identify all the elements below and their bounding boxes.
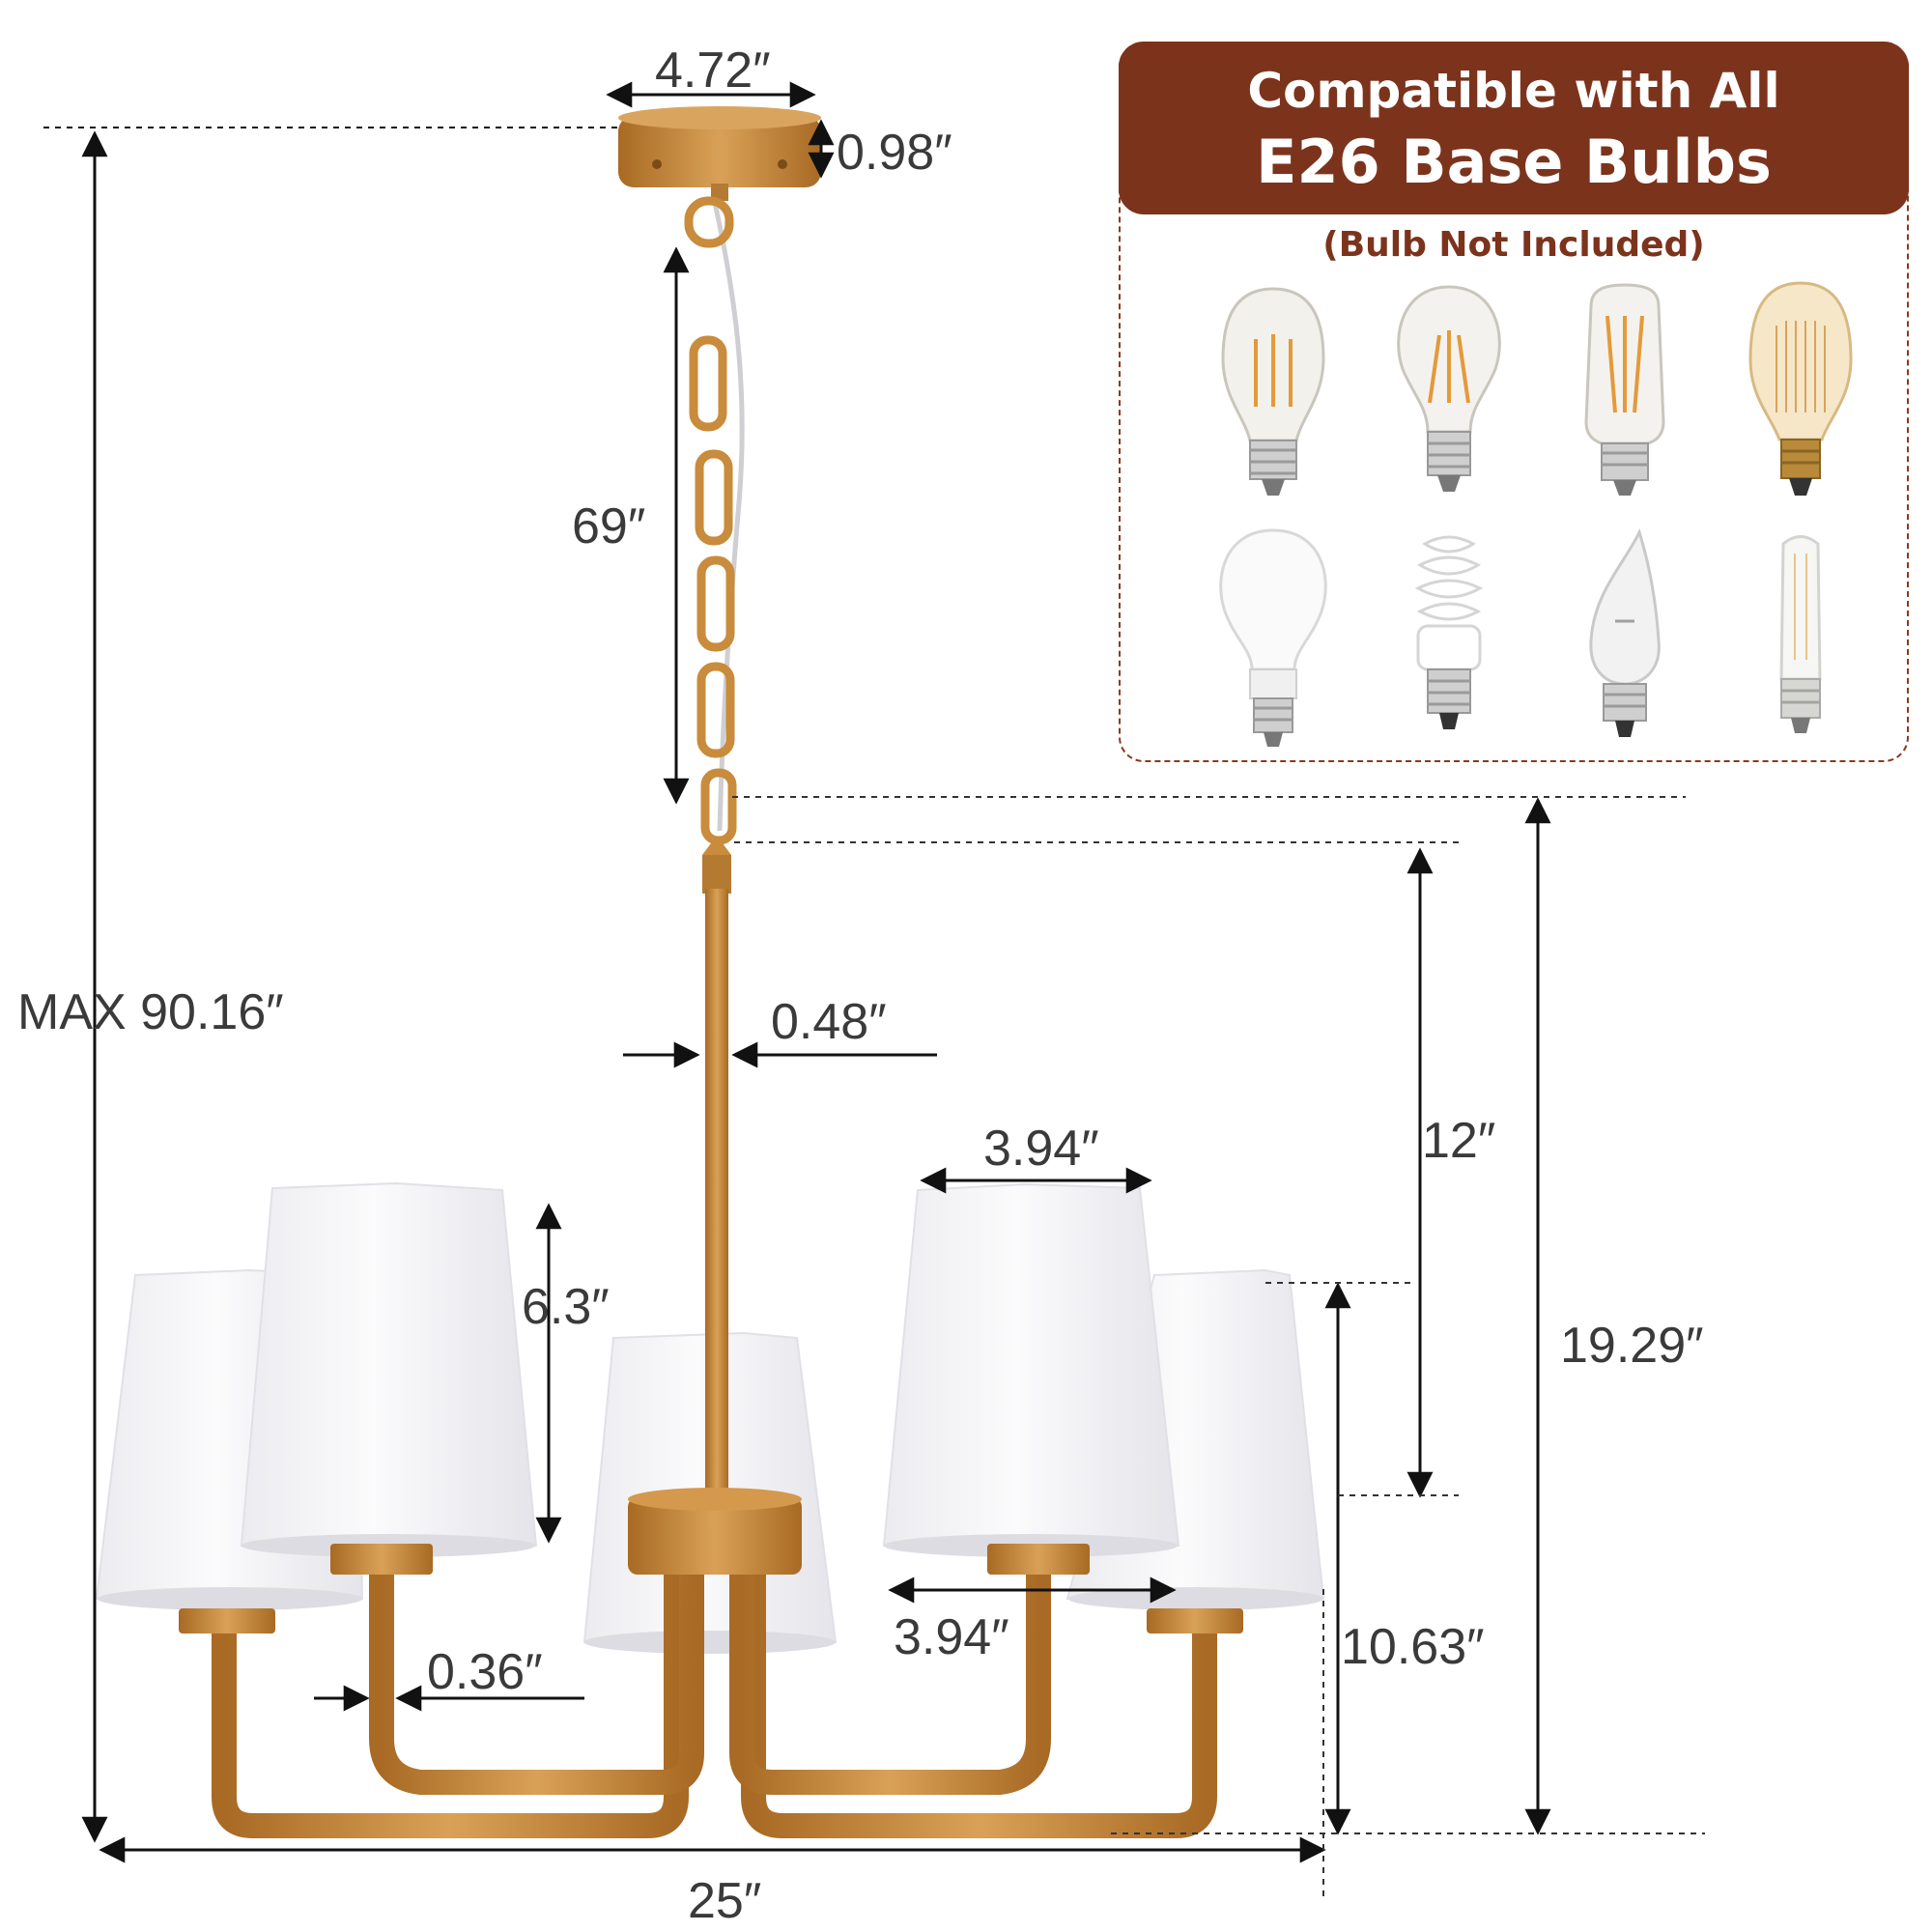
cfl-spiral-bulb-icon — [1414, 535, 1484, 729]
a19-filament-bulb-icon — [1397, 285, 1501, 492]
label-fixture-height: 19.29″ — [1560, 1318, 1704, 1374]
ceiling-canopy — [618, 106, 821, 201]
label-shade-height: 6.3″ — [522, 1279, 610, 1335]
t14-filament-bulb-icon — [1584, 283, 1665, 496]
bulb-compatibility-panel: Compatible with All E26 Base Bulbs (Bulb… — [1119, 42, 1909, 762]
panel-header: Compatible with All E26 Base Bulbs — [1119, 42, 1909, 214]
label-max-height: MAX 90.16″ — [17, 984, 284, 1040]
dimension-labels: 4.72″ 0.98″ 69″ MAX 90.16″ 0.48″ 3.94″ 6… — [17, 43, 1704, 1929]
chandelier-illustration — [95, 106, 1325, 1838]
label-shade-bottom-width: 3.94″ — [894, 1609, 1009, 1665]
label-overall-width: 25″ — [688, 1873, 761, 1929]
label-lower-height: 10.63″ — [1341, 1619, 1485, 1675]
label-canopy-height: 0.98″ — [837, 125, 952, 181]
panel-title-line2: E26 Base Bulbs — [1256, 127, 1772, 197]
tubular-filament-bulb-icon — [1779, 535, 1822, 733]
a19-led-bulb-icon — [1219, 528, 1327, 747]
lamp-shade-front-right — [882, 1182, 1180, 1557]
label-chain-length: 69″ — [572, 498, 645, 554]
label-rod-diameter: 0.48″ — [771, 994, 887, 1050]
flame-tip-bulb-icon — [1589, 527, 1661, 737]
st64-filament-bulb-icon — [1221, 287, 1325, 496]
hanging-chain — [684, 196, 745, 845]
lamp-shade-front-left — [240, 1181, 538, 1557]
label-canopy-width: 4.72″ — [655, 43, 771, 99]
socket-cups — [179, 1544, 1243, 1634]
dimension-lines — [43, 81, 1705, 1898]
center-hub — [628, 1488, 802, 1575]
label-shade-top-width: 3.94″ — [983, 1121, 1099, 1177]
center-rod — [702, 836, 731, 1507]
bulb-not-included-note: (Bulb Not Included) — [1322, 225, 1705, 265]
vintage-edison-bulb-icon — [1748, 281, 1853, 496]
chandelier-arms — [212, 1552, 1217, 1838]
label-stem-length: 12″ — [1422, 1113, 1495, 1169]
label-arm-diameter: 0.36″ — [427, 1644, 543, 1700]
panel-title-line1: Compatible with All — [1247, 63, 1780, 119]
